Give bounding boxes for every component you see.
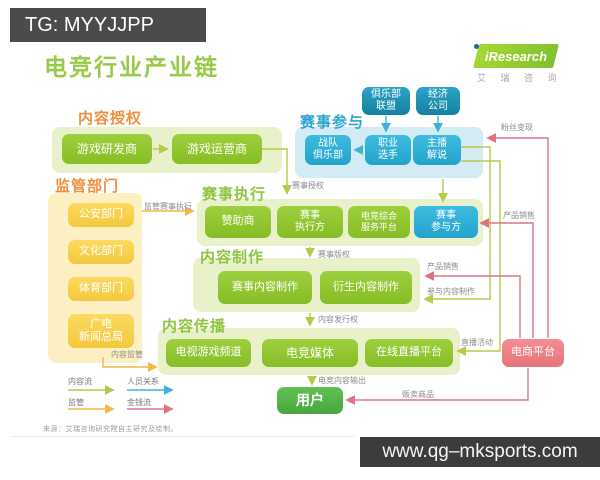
edge-label-content-regulation: 内容监管 [111,350,143,359]
section-label-regulators: 监管部门 [55,178,120,195]
node-esports-service-platform: 电竞综合 服务平台 [348,206,410,238]
tg-watermark-badge: TG: MYYJJPP [10,8,206,42]
node-team-club: 战队 俱乐部 [305,135,351,165]
edge-label-sell-goods: 贩卖商品 [402,390,434,399]
page-title: 电竞行业产业链 [44,54,219,80]
edge-fan-monetization [486,133,549,338]
edge-label-participate-production: 参与内容制作 [427,287,475,296]
node-ecommerce-platform: 电商平台 [502,339,564,367]
edge-product-sales-top [479,218,534,338]
node-event-participant: 赛事 参与方 [414,206,478,238]
node-online-live-platform: 在线直播平台 [365,339,453,367]
edge-label-event-copyright: 赛事版权 [318,250,350,259]
node-sports-dept: 体育部门 [68,277,134,301]
node-event-content-production: 赛事内容制作 [218,271,312,304]
node-derived-content-production: 衍生内容制作 [320,271,412,304]
edge-content-regulation [102,357,158,372]
edge-label-event-license: 赛事授权 [292,181,324,190]
iresearch-logo-subtext: 艾 瑞 咨 询 [477,73,563,83]
edge-product-sales-mid [424,271,521,338]
site-watermark-bar: www.qg–mksports.com [360,437,600,467]
edge-sell-goods [345,368,529,405]
node-agency-company: 经济 公司 [416,87,460,115]
node-user: 用户 [277,387,343,414]
edge-label-product-sales-mid: 产品销售 [427,262,459,271]
edge-label-regulate-execution: 监管赛事执行 [144,202,192,211]
legend-label-content-flow: 内容流 [68,377,92,386]
section-label-content-distribution: 内容传播 [162,318,227,335]
node-club-alliance: 俱乐部 联盟 [362,87,410,115]
section-label-content-production: 内容制作 [200,249,265,266]
legend-label-regulation: 监管 [68,398,84,407]
edge-event-license [262,148,292,195]
edge-label-live-activity: 直播活动 [461,338,493,347]
node-game-developer: 游戏研发商 [62,134,152,164]
node-game-operator: 游戏运营商 [172,134,262,164]
edge-live-activity [456,160,501,356]
source-note: 来源：艾瑞咨询研究院自主研究及绘制。 [43,426,178,433]
section-label-event-participation: 赛事参与 [300,114,365,131]
tg-watermark-text: TG: MYYJJPP [25,13,154,36]
edge-label-publish-right: 内容发行权 [318,315,358,324]
node-tv-game-channel: 电视游戏频道 [166,339,251,367]
node-pro-player: 职业 选手 [365,135,411,165]
node-sponsor: 赞助商 [205,206,271,238]
node-culture-dept: 文化部门 [68,240,134,264]
node-anchor-commentator: 主播 解说 [413,135,461,165]
site-watermark-text: www.qg–mksports.com [382,441,578,462]
legend-label-people-relation: 人员关系 [127,377,159,386]
node-public-security-dept: 公安部门 [68,203,134,227]
edge-label-product-sales-top: 产品销售 [503,211,535,220]
legend-label-money-flow: 金钱流 [127,398,151,407]
node-event-executor: 赛事 执行方 [277,206,343,238]
footer-divider [10,436,355,437]
node-esports-media: 电竞媒体 [262,339,358,367]
edge-label-fan-monetization: 粉丝变现 [501,123,533,132]
logo-dot-icon [474,44,479,49]
node-radio-tv-bureau: 广电 新闻总局 [68,314,134,348]
section-label-event-execution: 赛事执行 [202,186,267,203]
section-label-content-licensing: 内容授权 [78,110,143,127]
edge-label-content-output: 电竞内容输出 [318,376,366,385]
